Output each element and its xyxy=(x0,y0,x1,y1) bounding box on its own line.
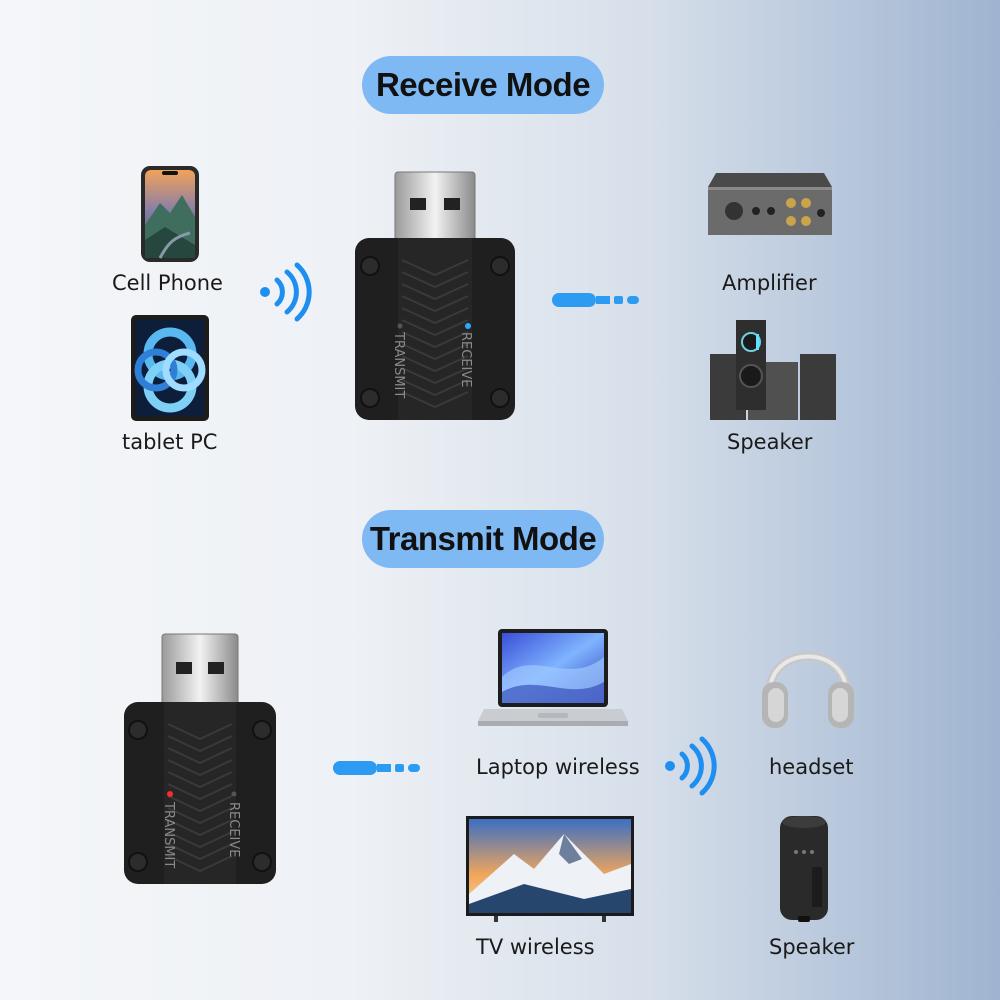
amplifier-label: Amplifier xyxy=(722,271,817,295)
bluetooth-speaker-icon xyxy=(780,816,828,922)
headset-icon xyxy=(762,652,854,728)
speaker-label-transmit: Speaker xyxy=(769,935,855,959)
cell-phone-icon xyxy=(141,166,199,262)
headset-label: headset xyxy=(769,755,854,779)
laptop-wireless-label: Laptop wireless xyxy=(476,755,640,779)
bluetooth-adapter-receive: TRANSMIT RECEIVE xyxy=(355,171,515,420)
audio-jack-icon xyxy=(552,293,639,307)
cell-phone-label: Cell Phone xyxy=(112,271,223,295)
tablet-icon xyxy=(131,315,209,421)
receive-printed-label-2: RECEIVE xyxy=(226,802,241,857)
tv-wireless-label: TV wireless xyxy=(476,935,595,959)
wireless-signal-icon xyxy=(260,262,312,322)
wireless-signal-icon-2 xyxy=(665,736,717,796)
receive-mode-title: Receive Mode xyxy=(362,56,604,114)
bluetooth-adapter-transmit: TRANSMIT RECEIVE xyxy=(124,633,276,884)
speaker-system-icon xyxy=(710,320,836,420)
receive-printed-label: RECEIVE xyxy=(458,332,473,387)
tv-icon xyxy=(466,816,634,922)
speaker-label-receive: Speaker xyxy=(727,430,813,454)
transmit-mode-title: Transmit Mode xyxy=(362,510,604,568)
transmit-printed-label-2: TRANSMIT xyxy=(161,801,176,868)
laptop-icon xyxy=(478,629,628,726)
amplifier-icon xyxy=(708,173,832,235)
tablet-pc-label: tablet PC xyxy=(122,430,218,454)
transmit-printed-label: TRANSMIT xyxy=(391,331,406,398)
audio-jack-icon-2 xyxy=(333,761,420,775)
